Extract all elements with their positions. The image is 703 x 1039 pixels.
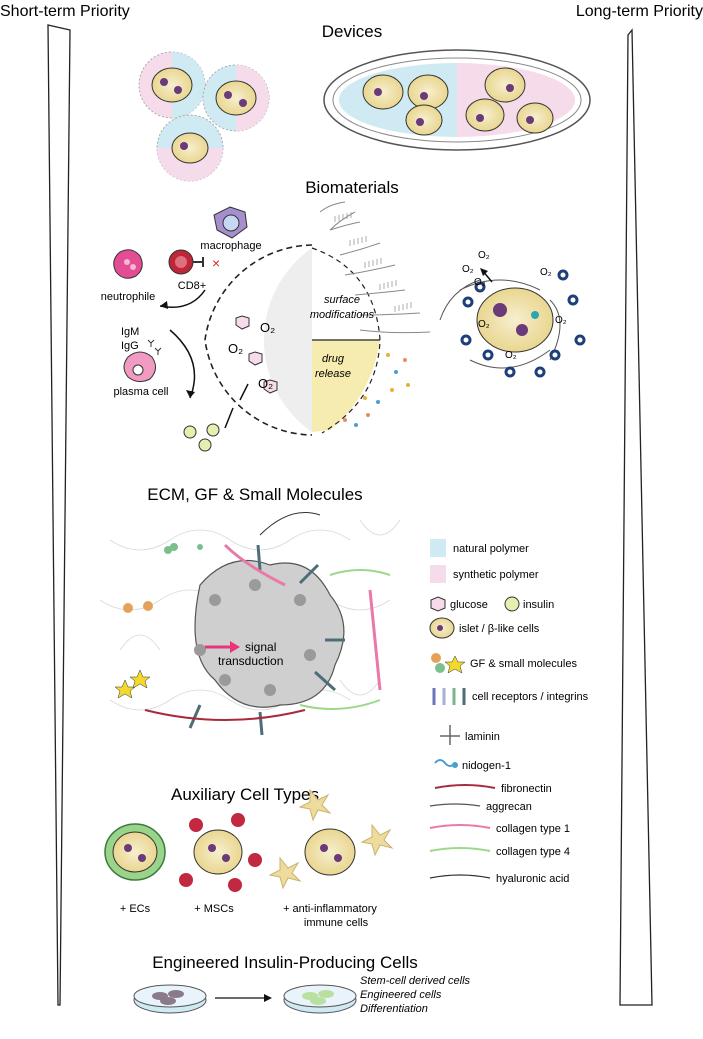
igm-label: IgM	[121, 326, 139, 338]
capsule-small-3	[156, 114, 224, 182]
ecs-label: + ECs	[120, 903, 151, 915]
legend-collagen4: collagen type 4	[496, 846, 570, 858]
mscs-label: + MSCs	[194, 903, 234, 915]
neutrophile-label: neutrophile	[101, 291, 155, 303]
glucose-molecules	[235, 315, 278, 394]
long-term-wedge	[619, 28, 653, 1006]
arrow-in	[224, 407, 234, 429]
macrophage-label: macrophage	[200, 240, 261, 252]
drug-label-2: release	[315, 368, 351, 380]
legend-aggrecan: aggrecan	[486, 801, 532, 813]
capsule-small-1	[138, 51, 206, 119]
eng-line-2: Engineered cells	[360, 989, 442, 1001]
arrow-plasma	[169, 329, 196, 399]
legend-synthetic: synthetic polymer	[453, 569, 539, 581]
islet-mscs	[179, 813, 262, 892]
eng-line-1: Stem-cell derived cells	[360, 975, 471, 987]
igg-label: IgG	[121, 340, 139, 352]
legend	[429, 539, 520, 879]
o2-outer-6: O₂	[478, 319, 490, 330]
arrow-out	[239, 383, 249, 401]
biomaterials-title: Biomaterials	[305, 178, 399, 197]
short-term-label: Short-term Priority	[0, 3, 130, 20]
capsule-wall	[204, 244, 313, 436]
ecm-title: ECM, GF & Small Molecules	[147, 485, 362, 504]
o2-outer-7: O₂	[505, 350, 517, 361]
signal-label-2: transduction	[218, 654, 283, 668]
block-x-icon: ×	[212, 255, 220, 271]
auxiliary-title: Auxiliary Cell Types	[171, 785, 319, 804]
ecm-fibers	[144, 512, 391, 721]
long-term-label: Long-term Priority	[576, 3, 703, 20]
legend-laminin: laminin	[465, 731, 500, 743]
legend-hyaluronic: hyaluronic acid	[496, 873, 569, 885]
legend-gf: GF & small molecules	[470, 658, 577, 670]
o2-outer-1: O₂	[462, 264, 474, 275]
brush-ticks	[334, 212, 412, 312]
islet-ecs	[104, 823, 166, 881]
immune-label-1: + anti-inflammatory	[283, 903, 377, 915]
cd8-cell	[168, 249, 204, 275]
legend-insulin: insulin	[523, 599, 554, 611]
petri-dish-2	[283, 984, 357, 1014]
antibody-icons	[147, 339, 162, 355]
macrophage-cell	[213, 206, 248, 239]
legend-receptors: cell receptors / integrins	[472, 691, 589, 703]
drug-release-zone	[312, 340, 380, 432]
legend-nidogen: nidogen-1	[462, 760, 511, 772]
drug-label-1: drug	[322, 353, 345, 365]
engineered-title: Engineered Insulin-Producing Cells	[152, 953, 418, 972]
o2-outer-2: O₂	[478, 250, 490, 261]
o2-islet-cluster	[439, 269, 586, 378]
legend-glucose: glucose	[450, 599, 488, 611]
o2-outer-5: O₂	[555, 315, 567, 326]
target-cell	[194, 559, 345, 708]
plasma-cell-label: plasma cell	[113, 386, 168, 398]
capsule-small-2	[202, 64, 270, 132]
eng-line-3: Differentiation	[360, 1003, 428, 1015]
short-term-wedge	[47, 24, 71, 1006]
surface-brushes	[319, 201, 431, 334]
o2-inner-1: O₂	[260, 320, 275, 335]
islet-immune	[268, 788, 394, 890]
legend-islet: islet / β-like cells	[459, 623, 540, 635]
neutrophile-cell	[113, 249, 143, 279]
cd8-label: CD8+	[178, 280, 206, 292]
devices-title: Devices	[322, 22, 382, 41]
outer-wall	[311, 247, 381, 434]
signal-label-1: signal	[245, 640, 276, 654]
cell-receptors	[188, 544, 345, 736]
petri-dish-1	[133, 984, 207, 1014]
capsule-gray-area	[263, 248, 312, 432]
immune-label-2: immune cells	[304, 917, 369, 929]
insulin-molecules	[183, 423, 220, 452]
o2-outer-3: O₂	[540, 267, 552, 278]
macro-device	[323, 49, 591, 151]
surface-label-1: surface	[324, 294, 360, 306]
o2-inner-2: O₂	[228, 341, 243, 356]
plasma-cell	[123, 351, 156, 383]
o2-inner-3: O₂	[258, 376, 273, 391]
o2-outer-4: O₂	[474, 277, 486, 288]
legend-natural: natural polymer	[453, 543, 529, 555]
gf-molecules	[114, 543, 203, 699]
surface-label-2: modifications	[310, 309, 375, 321]
cell-nuclei	[194, 579, 316, 696]
released-molecules	[343, 353, 410, 427]
legend-collagen1: collagen type 1	[496, 823, 570, 835]
legend-fibronectin: fibronectin	[501, 783, 552, 795]
